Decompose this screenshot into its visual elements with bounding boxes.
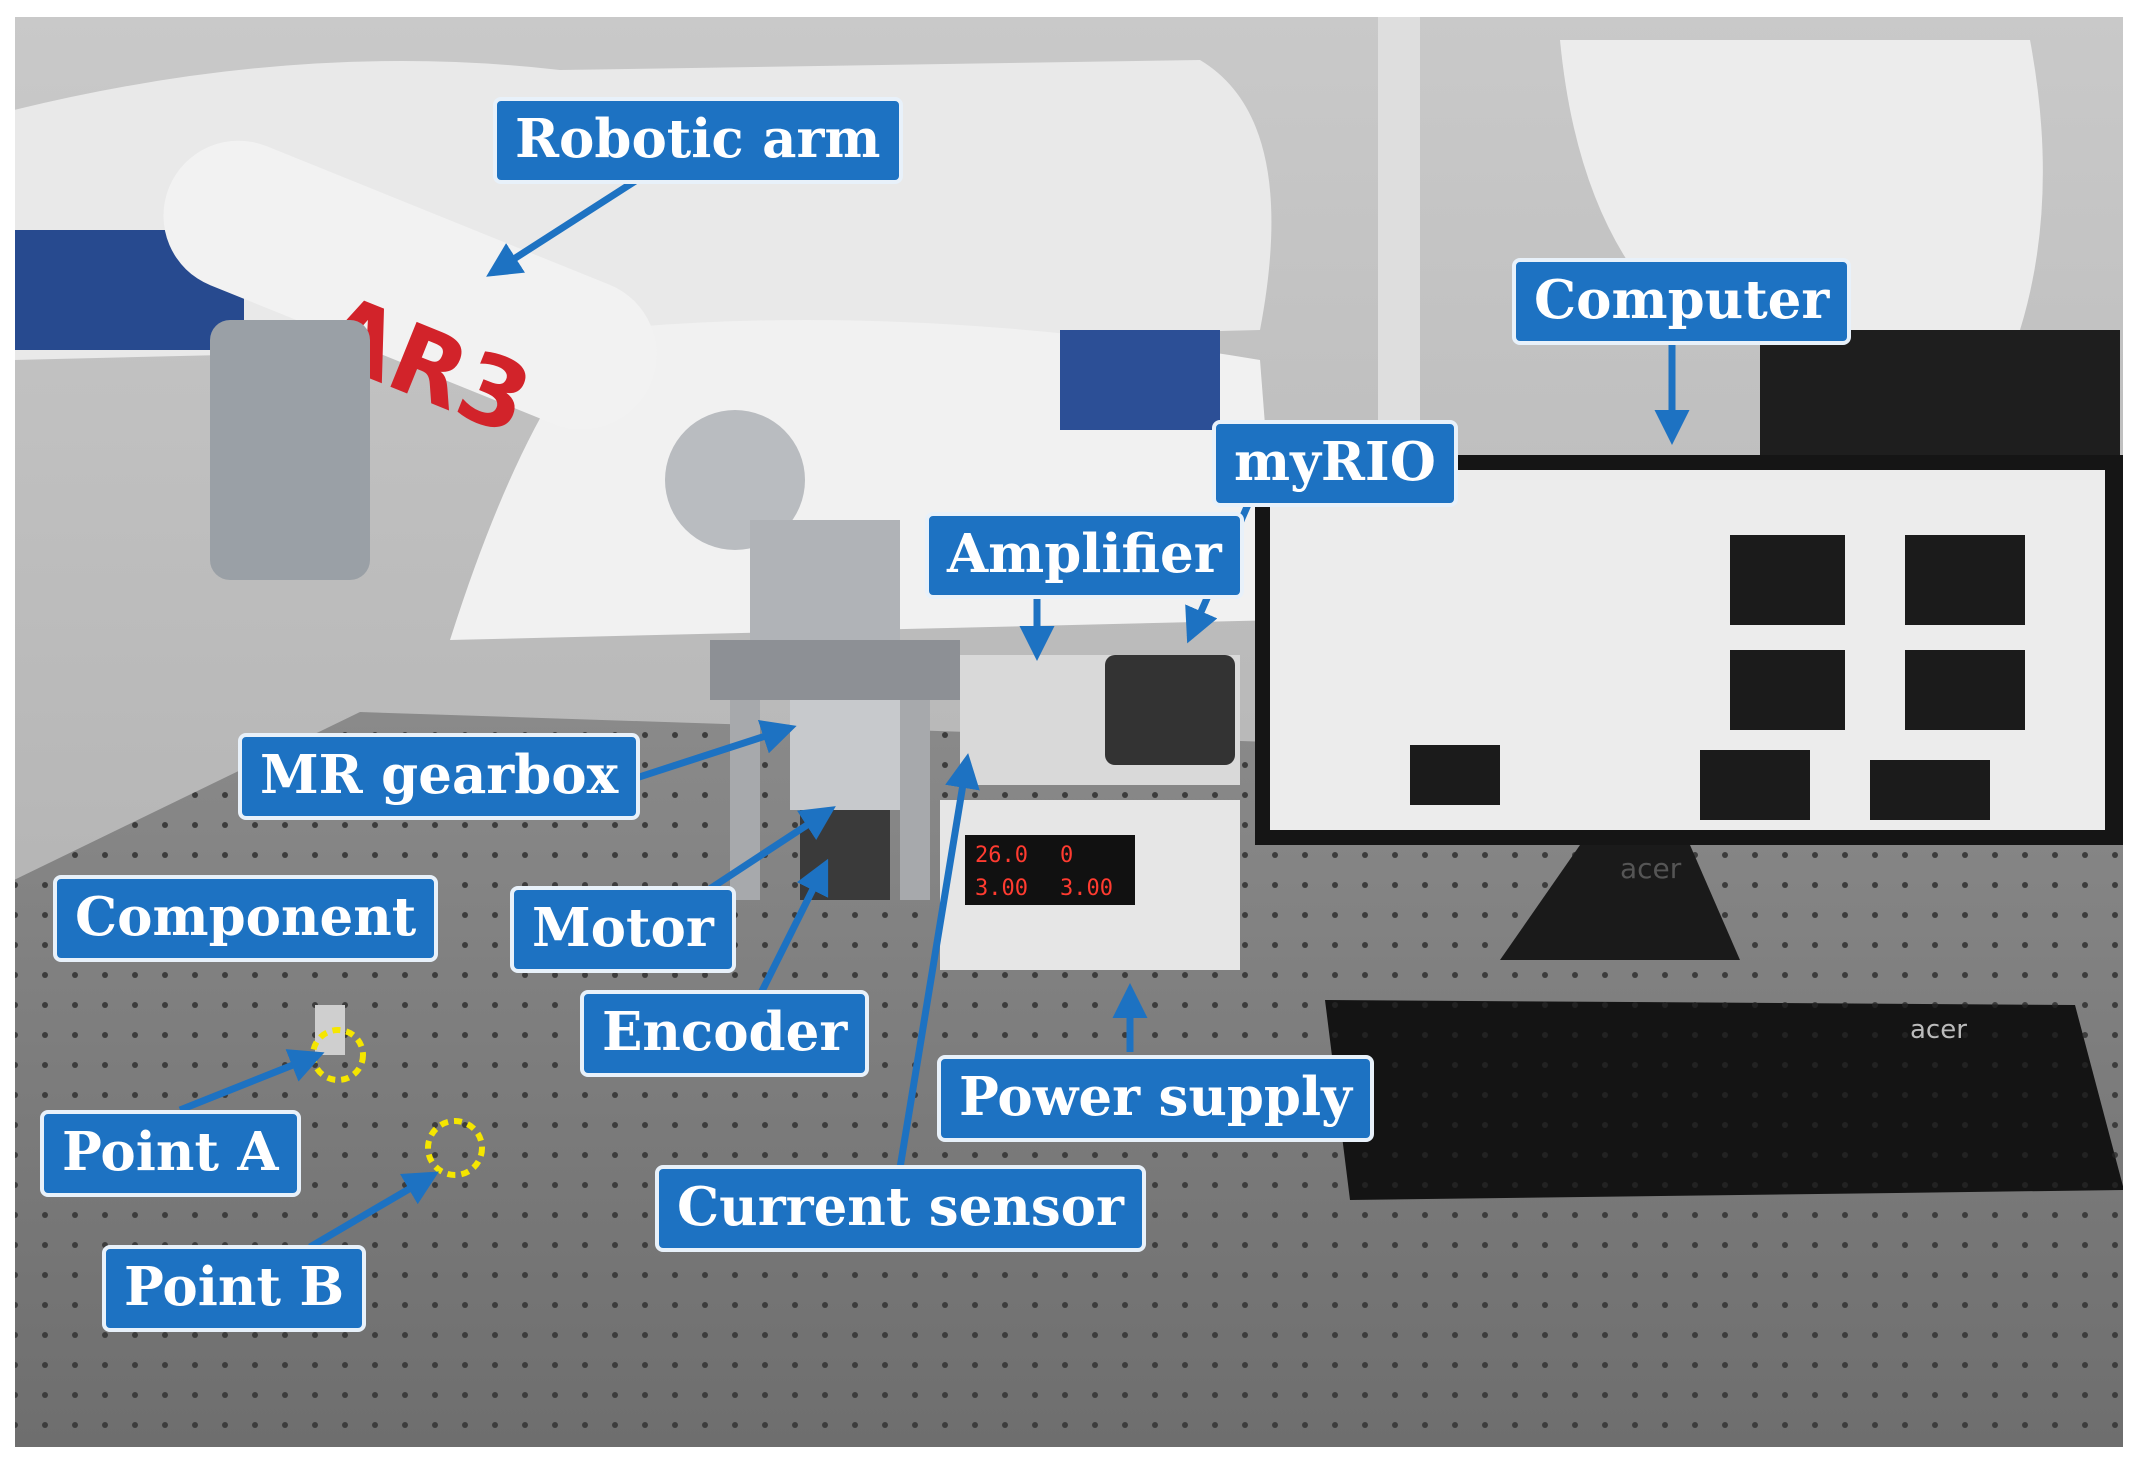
label-power-supply: Power supply xyxy=(937,1055,1374,1142)
label-component: Component xyxy=(53,875,439,962)
label-robotic-arm: Robotic arm xyxy=(493,97,903,184)
psu-readout-1: 26.0 xyxy=(975,843,1028,868)
support-frame-right xyxy=(900,700,930,900)
label-motor: Motor xyxy=(510,886,736,973)
label-encoder: Encoder xyxy=(580,990,870,1077)
arm-upper-link xyxy=(163,140,657,430)
label-point-a: Point A xyxy=(40,1110,301,1197)
motor-body xyxy=(800,810,890,900)
monitor-stand xyxy=(1500,845,1740,960)
arm-base-column xyxy=(750,520,900,640)
blue-cabinet-mid xyxy=(1060,330,1220,430)
psu-readout-4: 3.00 xyxy=(1060,876,1113,901)
psu-display xyxy=(965,835,1135,905)
label-point-b: Point B xyxy=(102,1245,367,1332)
arm-wrist xyxy=(210,320,370,580)
point-a-marker xyxy=(310,1027,366,1083)
label-mr-gearbox: MR gearbox xyxy=(238,733,641,820)
psu-readout-3: 3.00 xyxy=(975,876,1028,901)
label-computer: Computer xyxy=(1512,258,1852,345)
point-b-marker xyxy=(425,1118,485,1178)
arm-elbow-joint xyxy=(665,410,805,550)
gearbox-body xyxy=(790,700,900,810)
pillar xyxy=(1378,16,1420,456)
arm-base-plate xyxy=(710,640,960,700)
label-amplifier: Amplifier xyxy=(925,512,1244,599)
keyboard-brand: acer xyxy=(1910,1015,1967,1045)
myrio-device xyxy=(1105,655,1235,765)
psu-readout-2: 0 xyxy=(1060,843,1073,868)
support-frame-left xyxy=(730,700,760,900)
label-current-sensor: Current sensor xyxy=(655,1165,1146,1252)
label-myrio: myRIO xyxy=(1212,420,1458,507)
monitor-brand: acer xyxy=(1620,852,1682,885)
